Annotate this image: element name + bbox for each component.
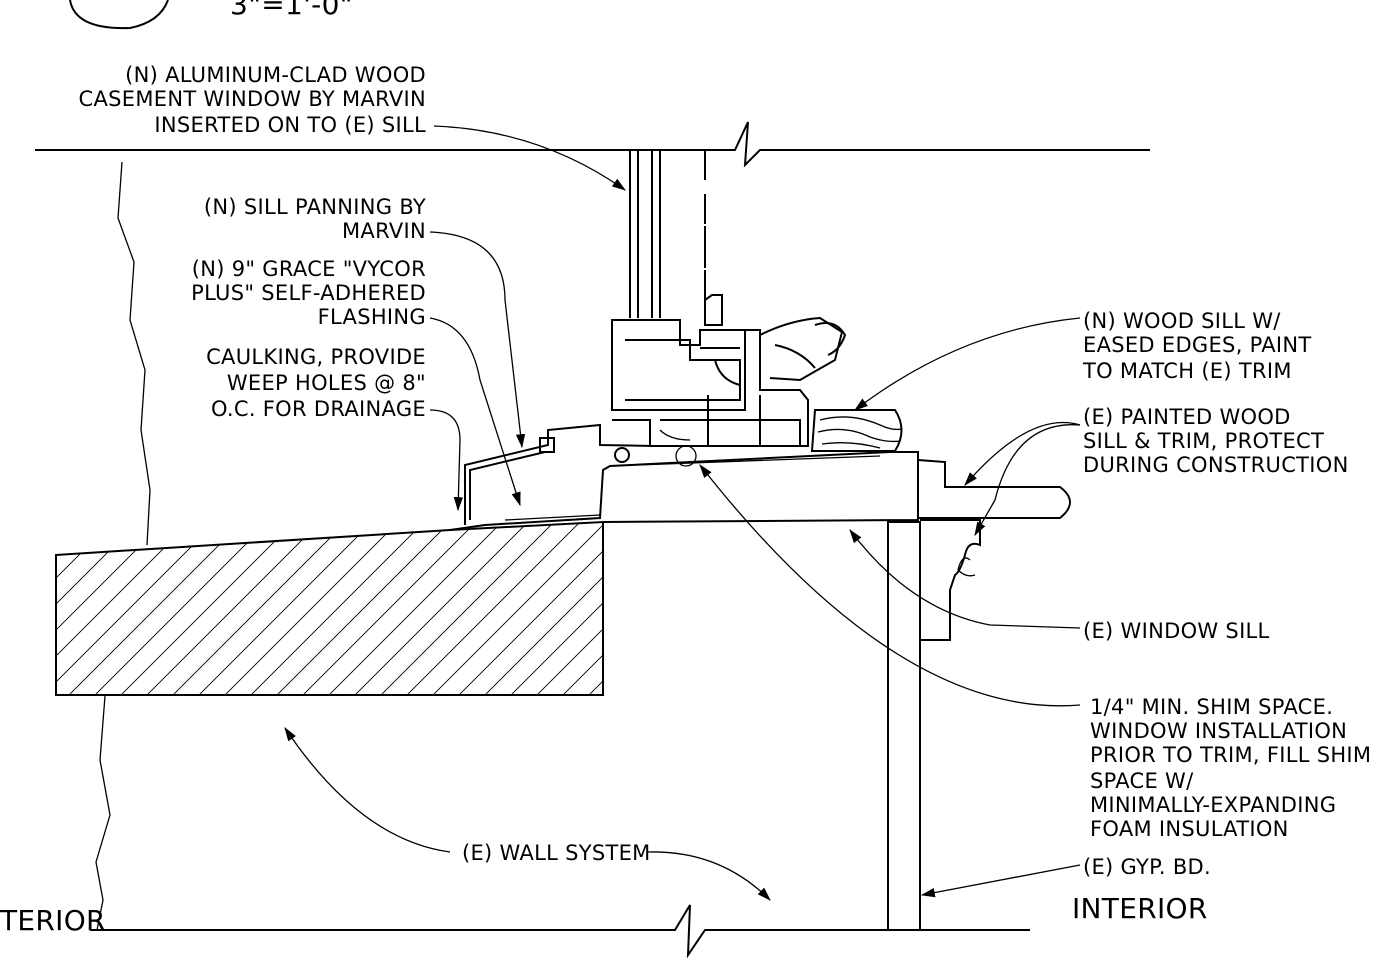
svg-text:EASED EDGES, PAINT: EASED EDGES, PAINT xyxy=(1083,333,1312,357)
hatch-line xyxy=(375,522,557,695)
wall-system-block xyxy=(0,520,1024,700)
hatch-line xyxy=(297,522,479,695)
label-interior: INTERIOR xyxy=(1072,892,1208,925)
hatch-line xyxy=(63,522,245,695)
callout-shim-space: 1/4" MIN. SHIM SPACE. WINDOW INSTALLATIO… xyxy=(1090,695,1371,841)
hatch-line xyxy=(427,522,603,695)
svg-text:(E) WINDOW SILL: (E) WINDOW SILL xyxy=(1083,619,1270,643)
hatch-line xyxy=(531,522,603,695)
svg-text:PLUS" SELF-ADHERED: PLUS" SELF-ADHERED xyxy=(191,281,426,305)
svg-text:O.C. FOR DRAINAGE: O.C. FOR DRAINAGE xyxy=(211,397,426,421)
svg-text:TERIOR: TERIOR xyxy=(0,904,106,937)
hatch-line xyxy=(56,522,89,695)
hatch-line xyxy=(610,520,790,700)
svg-text:(N) 9" GRACE "VYCOR: (N) 9" GRACE "VYCOR xyxy=(192,257,426,281)
svg-text:SPACE W/: SPACE W/ xyxy=(1090,769,1194,793)
hatch-line xyxy=(401,522,583,695)
casement-window-frame xyxy=(611,150,847,447)
callout-painted-sill: (E) PAINTED WOOD SILL & TRIM, PROTECT DU… xyxy=(1083,405,1349,477)
hatch-line xyxy=(688,520,868,700)
hatch-line xyxy=(844,520,1024,700)
top-break-line xyxy=(35,121,1150,168)
callout-sill-panning: (N) SILL PANNING BY MARVIN xyxy=(204,195,426,243)
svg-text:TO MATCH (E) TRIM: TO MATCH (E) TRIM xyxy=(1082,359,1292,383)
hatch-line xyxy=(453,522,603,695)
hatch-line xyxy=(505,522,603,695)
hatch-line xyxy=(193,522,375,695)
scale-label: 3"=1'-0" xyxy=(230,0,353,21)
svg-text:MARVIN: MARVIN xyxy=(342,219,426,243)
svg-text:WEEP HOLES @ 8": WEEP HOLES @ 8" xyxy=(227,371,426,395)
svg-text:(E) GYP. BD.: (E) GYP. BD. xyxy=(1083,855,1211,879)
callout-wall-system: (E) WALL SYSTEM xyxy=(462,841,651,865)
svg-text:1/4" MIN. SHIM SPACE.: 1/4" MIN. SHIM SPACE. xyxy=(1090,695,1333,719)
svg-text:CAULKING, PROVIDE: CAULKING, PROVIDE xyxy=(206,345,426,369)
svg-text:CASEMENT WINDOW BY MARVIN: CASEMENT WINDOW BY MARVIN xyxy=(79,87,427,111)
svg-text:(E) WALL SYSTEM: (E) WALL SYSTEM xyxy=(462,841,651,865)
svg-text:(E) PAINTED WOOD: (E) PAINTED WOOD xyxy=(1083,405,1291,429)
hatch-line xyxy=(323,522,505,695)
callout-caulking: CAULKING, PROVIDE WEEP HOLES @ 8" O.C. F… xyxy=(206,345,426,421)
hatch-line xyxy=(245,522,427,695)
hatch-line xyxy=(167,522,349,695)
svg-text:PRIOR TO TRIM, FILL SHIM: PRIOR TO TRIM, FILL SHIM xyxy=(1090,743,1371,767)
svg-text:DURING CONSTRUCTION: DURING CONSTRUCTION xyxy=(1083,453,1349,477)
sill-panning xyxy=(464,423,697,525)
hatch-line xyxy=(89,522,271,695)
hatch-line xyxy=(271,522,453,695)
hatch-line xyxy=(479,522,603,695)
svg-text:MINIMALLY-EXPANDING: MINIMALLY-EXPANDING xyxy=(1090,793,1336,817)
hatch-line xyxy=(56,522,193,695)
svg-text:SILL & TRIM, PROTECT: SILL & TRIM, PROTECT xyxy=(1083,429,1324,453)
hatch-line xyxy=(557,522,603,695)
hatch-line xyxy=(141,522,323,695)
hatch-line xyxy=(115,522,297,695)
bottom-break-line xyxy=(90,904,1030,959)
leader-lines xyxy=(284,125,1081,901)
svg-text:INSERTED ON TO (E) SILL: INSERTED ON TO (E) SILL xyxy=(154,113,426,137)
svg-text:FLASHING: FLASHING xyxy=(318,305,426,329)
svg-text:WINDOW INSTALLATION: WINDOW INSTALLATION xyxy=(1090,719,1347,743)
hatch-line xyxy=(56,522,167,695)
hatch-line xyxy=(349,522,531,695)
label-exterior: TERIOR xyxy=(0,904,106,937)
hatch-line xyxy=(636,520,816,700)
interior-trim xyxy=(887,459,1071,931)
detail-bubble xyxy=(69,0,169,30)
svg-text:INTERIOR: INTERIOR xyxy=(1072,892,1208,925)
callout-window-sill: (E) WINDOW SILL xyxy=(1083,619,1270,643)
svg-text:FOAM INSULATION: FOAM INSULATION xyxy=(1090,817,1289,841)
hatch-line xyxy=(714,520,894,700)
hatch-line xyxy=(662,520,842,700)
exterior-wall-edge xyxy=(95,161,151,931)
hatch-line xyxy=(0,520,36,700)
callout-grace-flashing: (N) 9" GRACE "VYCOR PLUS" SELF-ADHERED F… xyxy=(191,257,426,329)
svg-text:(N) SILL PANNING BY: (N) SILL PANNING BY xyxy=(204,195,426,219)
hatch-line xyxy=(56,522,141,695)
svg-text:(N) WOOD SILL W/: (N) WOOD SILL W/ xyxy=(1083,309,1281,333)
callout-gyp-bd: (E) GYP. BD. xyxy=(1083,855,1211,879)
hatch-line xyxy=(740,520,920,700)
new-wood-sill xyxy=(810,409,903,452)
hatch-line xyxy=(583,522,603,695)
hatch-line xyxy=(219,522,401,695)
svg-text:(N) ALUMINUM-CLAD WOOD: (N) ALUMINUM-CLAD WOOD xyxy=(125,63,426,87)
hatch-line xyxy=(818,520,998,700)
hatch-line xyxy=(56,522,219,695)
callout-wood-sill: (N) WOOD SILL W/ EASED EDGES, PAINT TO M… xyxy=(1082,309,1312,383)
hatch-line xyxy=(56,522,63,695)
callout-casement-window: (N) ALUMINUM-CLAD WOOD CASEMENT WINDOW B… xyxy=(79,63,427,137)
existing-sill-profile xyxy=(449,451,919,531)
